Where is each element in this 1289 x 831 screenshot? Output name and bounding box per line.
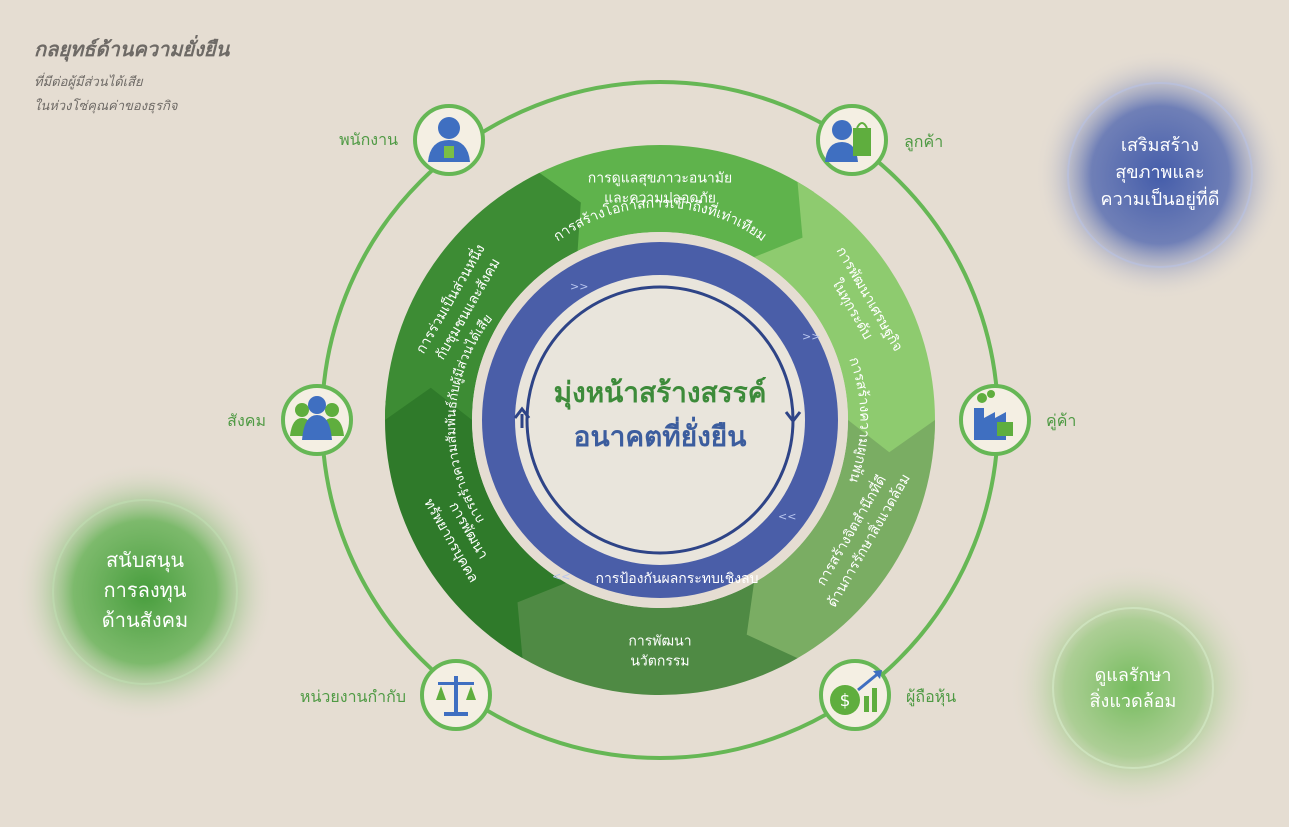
bottom-right-text-2: สิ่งแวดล้อม [1090, 688, 1177, 712]
segment-innovation-label-1: การพัฒนา [628, 634, 691, 650]
ring-top-right [1067, 82, 1253, 268]
center-disc [515, 275, 805, 565]
factory-icon [974, 390, 1013, 440]
employee-icon [428, 117, 470, 162]
people-group-icon [290, 396, 344, 440]
label-shareholder: ผู้ถือหุ้น [906, 687, 956, 707]
label-regulator: หน่วยงานกำกับ [300, 687, 406, 706]
shopping-customer-icon [825, 120, 871, 162]
segment-innovation-label-2: นวัตกรรม [630, 654, 689, 670]
ring-bottom-right [1052, 607, 1214, 769]
chevrons-top: >> [570, 280, 588, 293]
bottom-right-text-1: ดูแลรักษา [1095, 665, 1172, 686]
left-text-3: ด้านสังคม [102, 608, 188, 632]
chevrons-bottom-right: << [778, 510, 796, 523]
segment-innovation [506, 575, 798, 696]
label-supplier: คู่ค้า [1046, 411, 1076, 431]
chevrons-right: >> [802, 330, 820, 343]
stakeholder-society [281, 384, 353, 456]
segment-environment-awareness [739, 420, 935, 668]
ring-left [52, 499, 238, 685]
segment-health-safety [522, 145, 814, 265]
glow-bottom-right [1008, 563, 1258, 813]
top-right-text-1: เสริมสร้าง [1121, 135, 1199, 156]
arrow-right-head [784, 411, 802, 424]
center-title-line1: มุ่งหน้าสร้างสรรค์ [554, 376, 767, 410]
header-title: กลยุทธ์ด้านความยั่งยืน [34, 35, 231, 62]
strategy-segments: การดูแลสุขภาวะอนามัยและความปลอดภัยการพัฒ… [385, 145, 935, 696]
stakeholder-customer [816, 104, 888, 176]
svg-text:$: $ [840, 691, 851, 711]
center-title-line2: อนาคตที่ยั่งยืน [574, 416, 747, 453]
header-subtitle-2: ในห่วงโซ่คุณค่าของธุรกิจ [34, 98, 179, 114]
label-customer: ลูกค้า [904, 132, 943, 152]
top-right-text-3: ความเป็นอยู่ที่ดี [1101, 186, 1220, 210]
segment-human-resources [385, 379, 566, 659]
segment-health-safety-label-1: การดูแลสุขภาวะอนามัย [588, 171, 732, 187]
glow-top-right [1035, 50, 1285, 300]
label-employee: พนักงาน [339, 130, 398, 149]
justice-scale-icon [436, 676, 476, 716]
stakeholder-regulator [420, 659, 492, 731]
arrow-left-head [513, 406, 531, 419]
top-right-text-2: สุขภาพและ [1115, 162, 1204, 183]
stakeholder-shareholder: $ [819, 659, 891, 731]
segment-economic-development [754, 181, 935, 461]
stakeholder-supplier [959, 384, 1031, 456]
stakeholder-employee [413, 104, 485, 176]
left-text-2: การลงทุน [104, 578, 187, 603]
label-society: สังคม [227, 411, 266, 430]
chevrons-bottom-left: << [552, 570, 570, 583]
left-text-1: สนับสนุน [106, 548, 184, 573]
segment-health-safety-label-2: และความปลอดภัย [604, 191, 716, 207]
inner-text-bottom: การป้องกันผลกระทบเชิงลบ [595, 571, 758, 587]
segment-community [385, 172, 581, 420]
header-subtitle-1: ที่มีต่อผู้มีส่วนได้เสีย [34, 72, 144, 90]
money-growth-icon: $ [830, 670, 882, 715]
